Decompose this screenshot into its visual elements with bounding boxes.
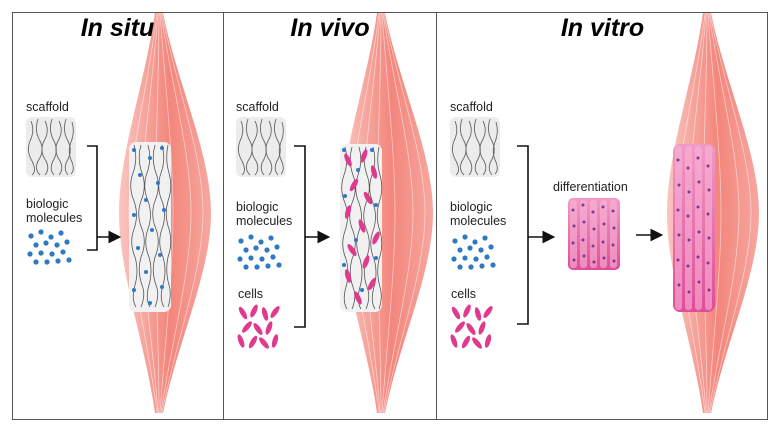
implant-1: [129, 142, 172, 312]
label-biologic: biologic: [450, 200, 493, 214]
label-cells: cells: [451, 287, 477, 301]
molecules-2: [237, 234, 282, 270]
bracket-1: [87, 145, 122, 251]
cells-2: [236, 303, 282, 351]
scaffold-patch-2: [235, 116, 287, 178]
molecules-1: [27, 229, 72, 265]
molecules-3: [451, 234, 496, 270]
label-scaffold: scaffold: [450, 100, 493, 114]
implant-3: [673, 144, 715, 312]
label-biologic: biologic: [236, 200, 279, 214]
label-biologic: biologic: [26, 197, 69, 211]
implant-2: [340, 144, 383, 312]
label-molecules: molecules: [26, 211, 83, 225]
label-differentiation: differentiation: [553, 180, 628, 194]
bracket-2: [294, 145, 331, 328]
cells-3: [449, 303, 495, 351]
figure-frame: [12, 12, 768, 420]
label-molecules: molecules: [450, 214, 507, 228]
label-scaffold: scaffold: [26, 100, 69, 114]
scaffold-patch-3: [449, 116, 501, 178]
label-molecules: molecules: [236, 214, 293, 228]
panel-divider: [436, 12, 437, 420]
label-scaffold: scaffold: [236, 100, 279, 114]
label-cells: cells: [238, 287, 264, 301]
panel-title-in-vitro: In vitro: [560, 14, 645, 42]
scaffold-patch-1: [25, 116, 77, 178]
panel-title-in-vivo: In vivo: [290, 14, 370, 42]
bracket-3: [517, 145, 556, 325]
panel-divider: [223, 12, 224, 420]
panel-title-in-situ: In situ: [80, 14, 155, 42]
differentiated-tissue: [568, 198, 620, 270]
